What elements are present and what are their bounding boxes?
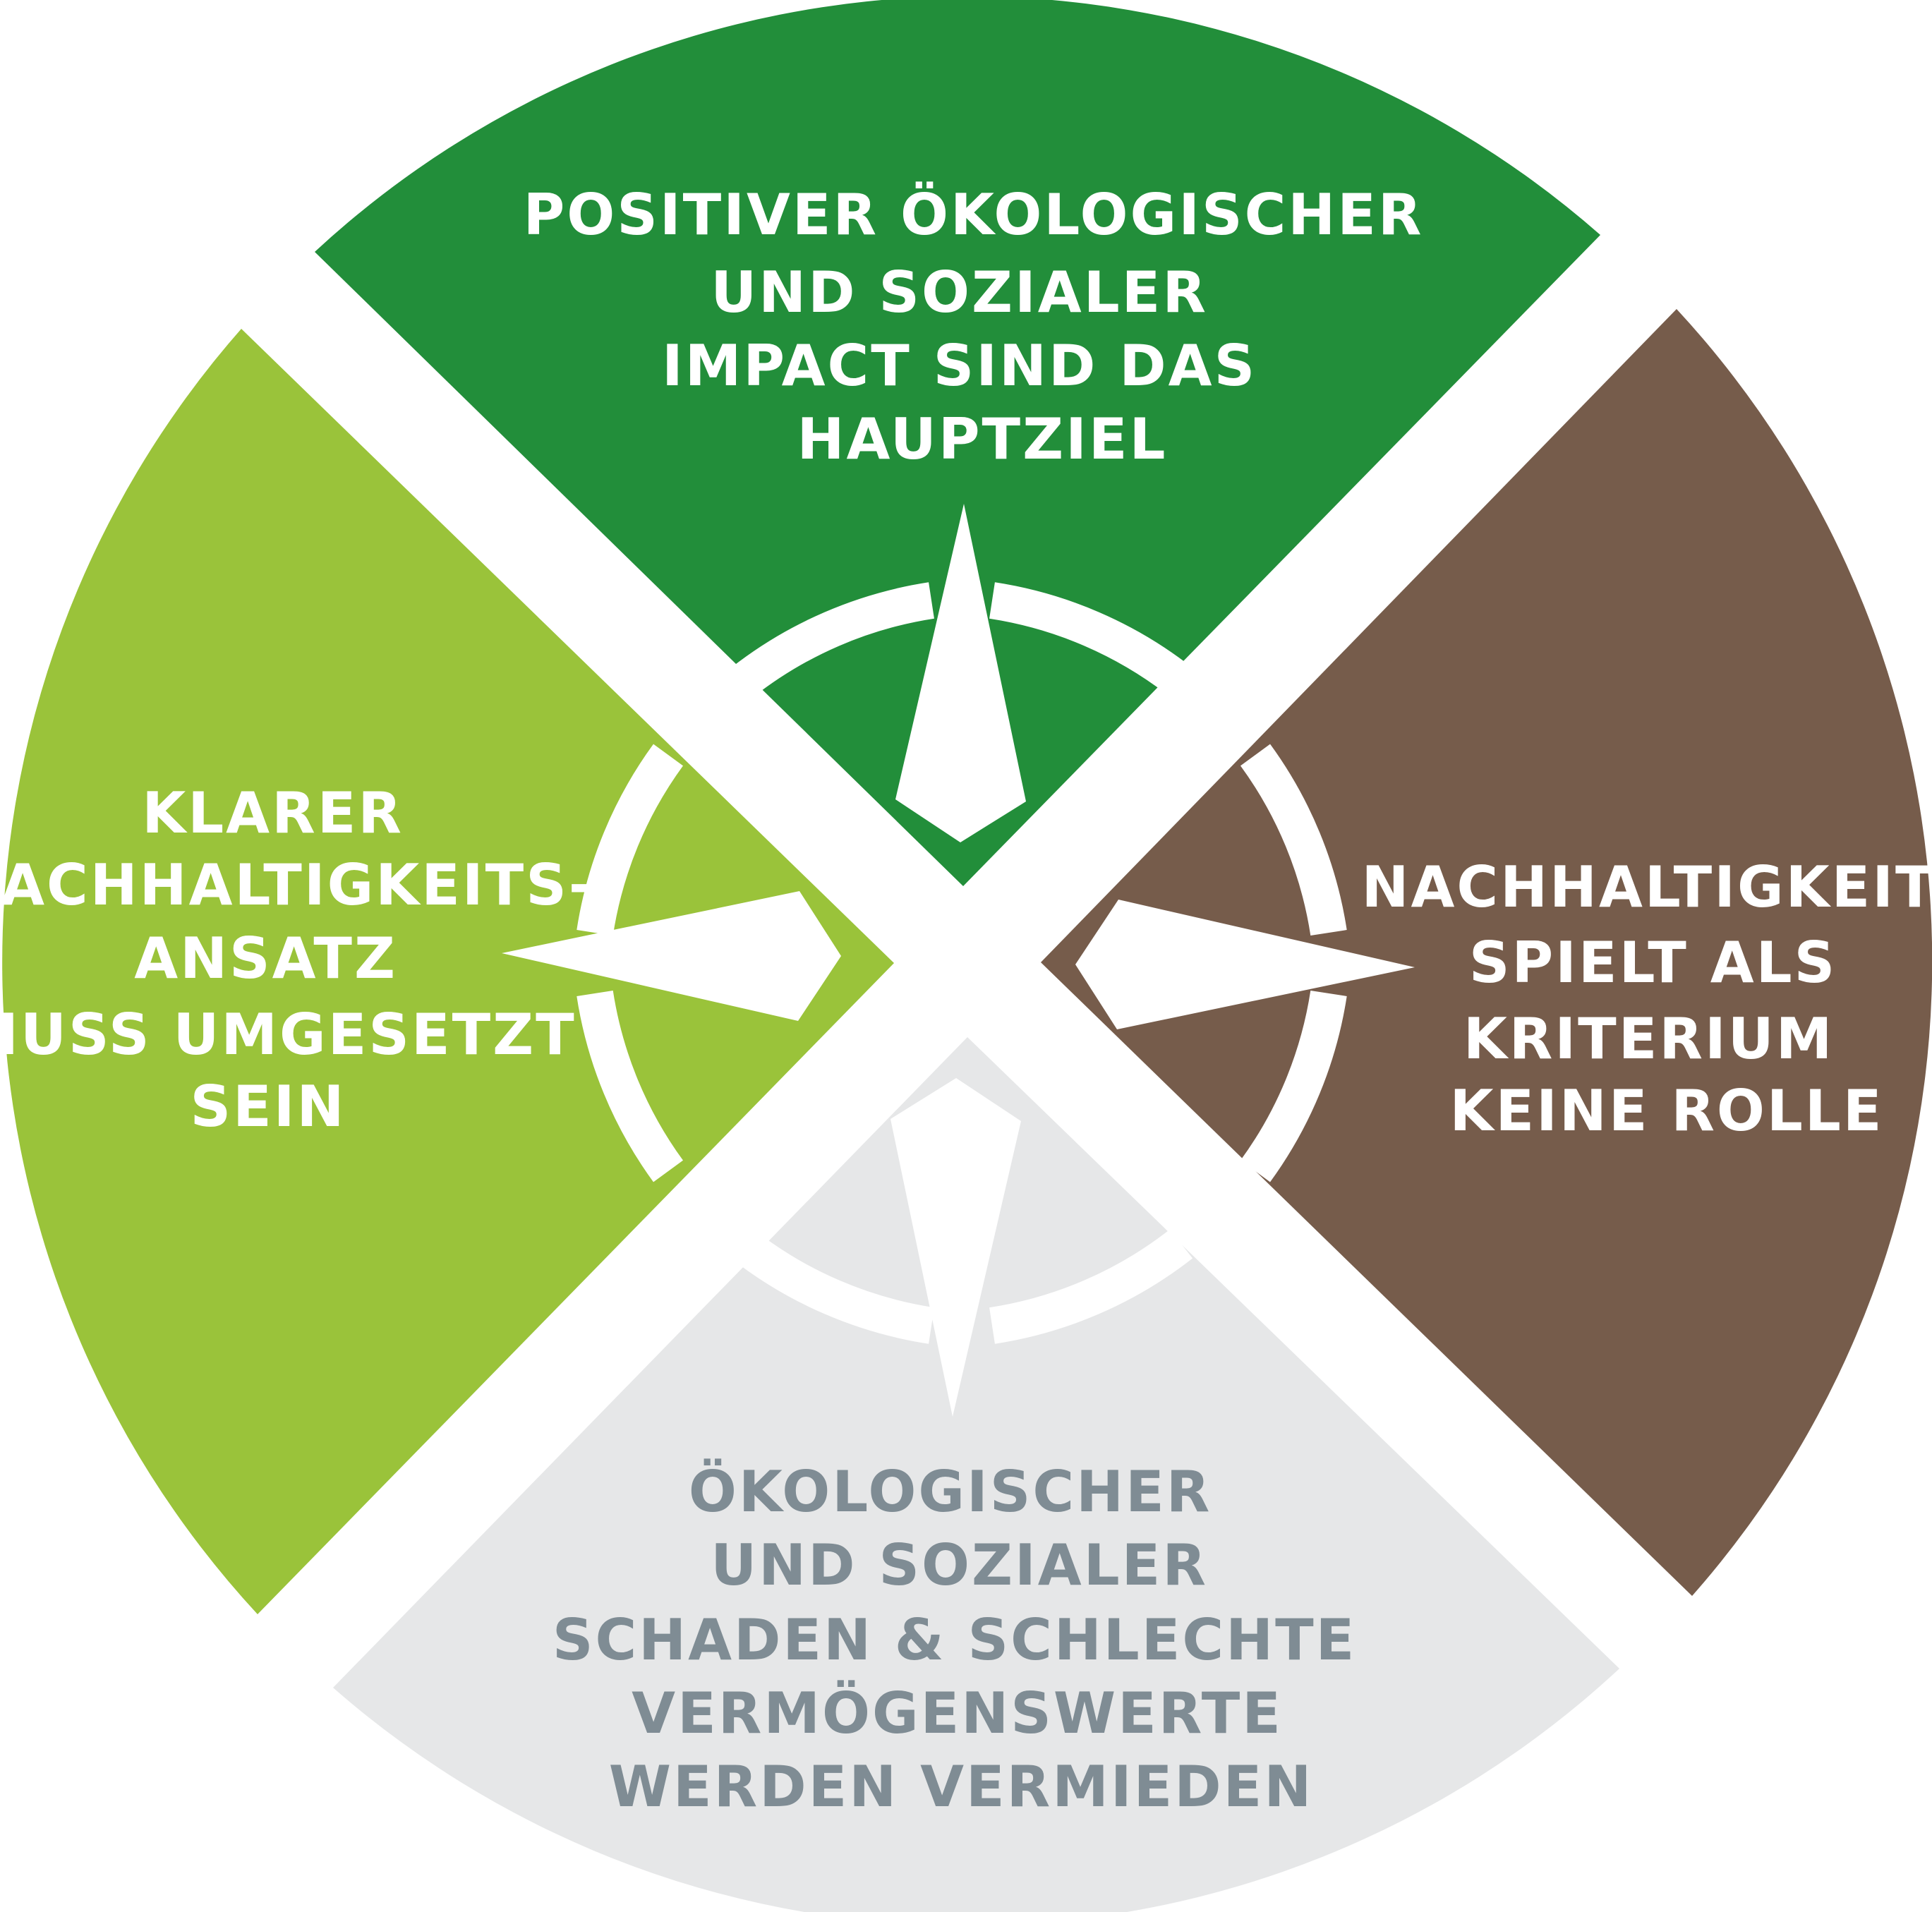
label-bottom-line: UND SOZIALER	[711, 1532, 1208, 1598]
needle-west	[502, 891, 841, 1021]
label-left: KLARER NACHHALTIGKEITS- ANSATZ MUSS UMGE…	[0, 780, 616, 1139]
label-bottom: ÖKOLOGISCHER UND SOZIALER SCHADEN & SCHL…	[553, 1458, 1378, 1820]
label-bottom-line: WERDEN VERMIEDEN	[609, 1754, 1314, 1820]
label-right-line: NACHHALTIGKEIT	[1362, 854, 1932, 920]
ring-arc-bottom-right	[989, 1229, 1193, 1344]
needle-south	[890, 1078, 1021, 1417]
label-bottom-line: ÖKOLOGISCHER	[689, 1458, 1212, 1525]
label-right-line: SPIELT ALS	[1469, 930, 1837, 996]
compass-ring	[576, 582, 1347, 1344]
label-left-line: NACHHALTIGKEITS-	[0, 852, 594, 918]
label-right: NACHHALTIGKEIT SPIELT ALS KRITERIUM KEIN…	[1362, 854, 1932, 1144]
label-top-line: HAUPTZIEL	[797, 406, 1168, 472]
label-left-line: SEIN	[191, 1074, 346, 1139]
label-top-line: POSITIVER ÖKOLOGISCHER	[524, 181, 1424, 248]
label-right-line: KRITERIUM	[1463, 1006, 1835, 1072]
compass-needles	[502, 504, 1415, 1417]
label-top: POSITIVER ÖKOLOGISCHER UND SOZIALER IMPA…	[524, 181, 1446, 472]
ring-arc-left-lower	[576, 990, 684, 1182]
label-left-line: ANSATZ	[134, 926, 397, 991]
ring-arc-top	[730, 582, 935, 697]
label-left-line: MUSS UMGESETZT	[0, 1002, 576, 1067]
ring-arc-left-upper	[576, 744, 684, 936]
segment-left	[2, 329, 895, 1614]
label-top-line: UND SOZIALER	[711, 260, 1208, 325]
needle-north	[895, 504, 1026, 842]
label-bottom-line: VERMÖGENSWERTE	[632, 1680, 1283, 1746]
ring-arc-bottom-left	[730, 1229, 935, 1344]
needle-east	[1075, 900, 1415, 1029]
label-right-line: KEINE ROLLE	[1449, 1078, 1883, 1144]
segment-top	[315, 0, 1600, 886]
label-top-line: IMPACT SIND DAS	[662, 333, 1257, 399]
ring-arc-right-upper	[1240, 744, 1347, 936]
segment-bottom	[333, 1037, 1619, 1912]
ring-arc-right-lower	[1240, 990, 1347, 1182]
label-bottom-line: SCHADEN & SCHLECHTE	[553, 1607, 1356, 1673]
segment-right	[1041, 309, 1932, 1596]
ring-arc-top-right	[989, 582, 1193, 697]
label-left-line: KLARER	[142, 780, 404, 846]
